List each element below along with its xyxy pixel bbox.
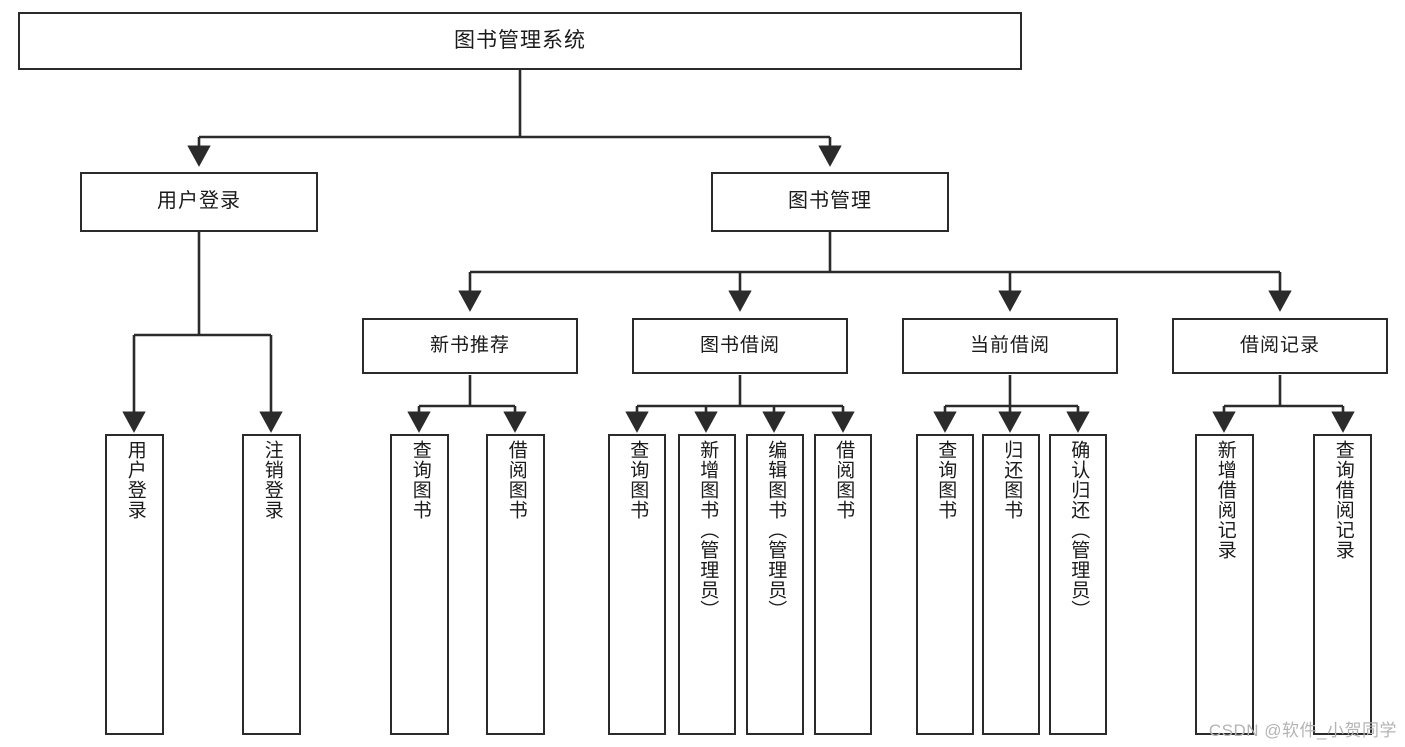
node-leaf-logout-login[interactable]: 注销登录 [242, 434, 301, 735]
node-leaf-edit-book-label: 编辑图书（管理员） [765, 440, 787, 620]
node-book-borrow[interactable]: 图书借阅 [632, 318, 848, 374]
node-book-borrow-label: 图书借阅 [699, 334, 780, 356]
node-leaf-query-book-1[interactable]: 查询图书 [390, 434, 449, 735]
node-leaf-query-book-3[interactable]: 查询图书 [916, 434, 974, 735]
node-current-borrow[interactable]: 当前借阅 [902, 318, 1118, 374]
node-leaf-logout-login-label: 注销登录 [261, 440, 283, 520]
node-leaf-query-book-3-label: 查询图书 [935, 440, 957, 520]
node-leaf-add-record-label: 新增借阅记录 [1214, 440, 1236, 560]
node-leaf-borrow-book-2[interactable]: 借阅图书 [814, 434, 872, 735]
node-new-book-recommend[interactable]: 新书推荐 [362, 318, 578, 374]
node-leaf-add-book[interactable]: 新增图书（管理员） [678, 434, 736, 735]
node-leaf-add-record[interactable]: 新增借阅记录 [1195, 434, 1254, 735]
node-leaf-query-book-1-label: 查询图书 [409, 440, 431, 520]
node-root[interactable]: 图书管理系统 [18, 12, 1022, 70]
node-book-manage[interactable]: 图书管理 [711, 172, 949, 232]
node-leaf-add-book-label: 新增图书（管理员） [697, 440, 719, 620]
watermark-text: CSDN @软件_小贺同学 [1208, 721, 1397, 740]
node-leaf-query-record-label: 查询借阅记录 [1332, 440, 1354, 560]
node-leaf-user-login-label: 用户登录 [124, 440, 146, 520]
node-current-borrow-label: 当前借阅 [969, 334, 1050, 356]
node-leaf-user-login[interactable]: 用户登录 [105, 434, 164, 735]
node-leaf-confirm-return-label: 确认归还（管理员） [1068, 440, 1090, 620]
node-leaf-query-book-2-label: 查询图书 [627, 440, 649, 520]
node-borrow-record-label: 借阅记录 [1239, 334, 1320, 356]
node-leaf-borrow-book-1-label: 借阅图书 [505, 440, 527, 520]
node-leaf-edit-book[interactable]: 编辑图书（管理员） [746, 434, 804, 735]
node-leaf-return-book[interactable]: 归还图书 [982, 434, 1040, 735]
node-new-book-recommend-label: 新书推荐 [429, 334, 510, 356]
node-leaf-confirm-return[interactable]: 确认归还（管理员） [1049, 434, 1107, 735]
node-root-label: 图书管理系统 [454, 28, 586, 52]
node-leaf-return-book-label: 归还图书 [1001, 440, 1023, 520]
node-book-manage-label: 图书管理 [788, 190, 872, 213]
node-user-login[interactable]: 用户登录 [80, 172, 318, 232]
node-borrow-record[interactable]: 借阅记录 [1172, 318, 1388, 374]
node-leaf-borrow-book-2-label: 借阅图书 [833, 440, 855, 520]
node-leaf-borrow-book-1[interactable]: 借阅图书 [486, 434, 545, 735]
node-user-login-label: 用户登录 [157, 190, 241, 213]
node-leaf-query-record[interactable]: 查询借阅记录 [1313, 434, 1372, 735]
node-leaf-query-book-2[interactable]: 查询图书 [608, 434, 666, 735]
